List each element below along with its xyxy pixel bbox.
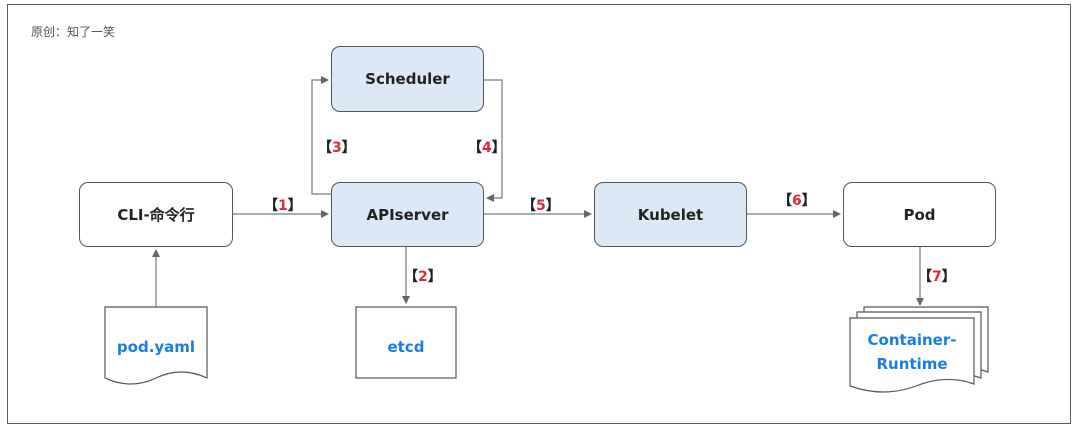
step-label-5: 【5】 [522,198,560,214]
apiserver-label: APIserver [366,205,449,224]
cli-label: CLI-命令行 [117,206,195,224]
podyaml-label: pod.yaml [116,338,196,356]
author-caption: 原创：知了一笑 [31,25,116,39]
runtime-label-line2: Runtime [876,355,948,373]
kubelet-node[interactable]: Kubelet [594,182,747,247]
runtime-label: Container- Runtime [850,328,974,376]
runtime-stacked-documents [849,306,989,393]
etcd-store-shape [355,306,457,379]
pod-label: Pod [903,205,936,224]
cli-node[interactable]: CLI-命令行 [79,182,233,247]
step-label-2: 【2】 [404,269,442,285]
pod-node[interactable]: Pod [843,182,996,247]
scheduler-label: Scheduler [365,70,450,88]
step-label-7: 【7】 [918,269,956,285]
step-label-4: 【4】 [468,140,506,156]
podyaml-document-shape [104,306,208,385]
arrow-apiserver-to-scheduler [311,76,331,195]
scheduler-node[interactable]: Scheduler [331,46,484,112]
apiserver-node[interactable]: APIserver [331,182,484,247]
runtime-label-line1: Container- [867,331,957,349]
etcd-label: etcd [387,338,425,356]
step-label-6: 【6】 [778,193,816,209]
diagram-frame [7,4,1071,424]
arrow-scheduler-to-apiserver [484,79,503,202]
kubelet-label: Kubelet [637,205,704,224]
step-label-3: 【3】 [318,140,356,156]
step-label-1: 【1】 [264,198,302,214]
